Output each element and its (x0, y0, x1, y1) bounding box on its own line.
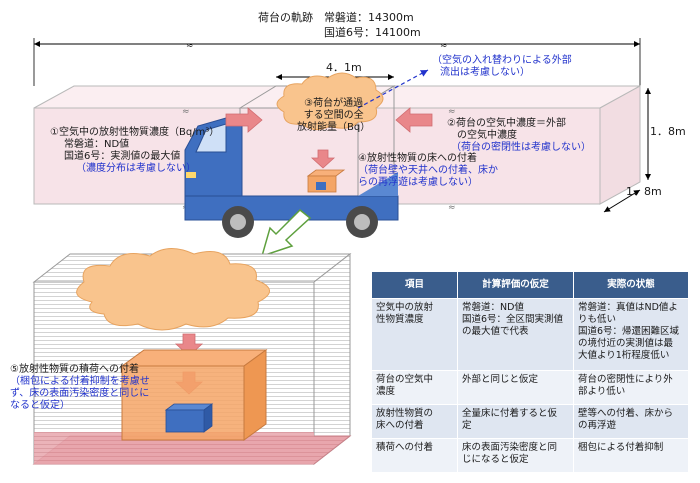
zoom-arrow (260, 208, 312, 258)
header-item: 項目 (371, 271, 458, 299)
row4-actual: 梱包による付着抑制 (573, 438, 689, 473)
air-exchange-line1: （空気の入れ替わりによる外部 (432, 55, 572, 66)
row1-actual-line5: 大値より1桁程度低い (578, 350, 670, 361)
item1-line1: ①空気中の放射性物質濃度（Bq/m³） (50, 127, 220, 138)
item1-label: ①空気中の放射性物質濃度（Bq/m³） 常磐道：ND値 国道6号：実測値の最大値… (50, 127, 219, 175)
row1-item-line1: 空気中の放射 (376, 302, 434, 313)
item5-line2: （梱包による付着抑制を考慮せ (10, 376, 150, 387)
item4-line2: （荷台壁や天井への付着、床か (358, 165, 498, 176)
row1-item: 空気中の放射 性物質濃度 (371, 298, 458, 371)
item5-line4: なると仮定） (10, 400, 70, 411)
trajectory-dimension: ≈ ≈ (33, 38, 641, 86)
row2-item-line2: 濃度 (376, 386, 396, 397)
table-row: 放射性物質の 床への付着 全量床に付着すると仮 定 壁等への付着、床から の再浮… (371, 404, 689, 439)
row4-item: 積荷への付着 (371, 438, 458, 473)
item1-line2: 常磐道：ND値 (64, 139, 130, 150)
item2-line2: の空気中濃度 (457, 130, 517, 141)
row4-assumption: 床の表面汚染密度と同 じになると仮定 (457, 438, 574, 473)
deposition-arrow (310, 149, 336, 169)
trajectory-title-line1: 荷台の軌跡 常磐道：14300m (258, 11, 414, 24)
header-actual: 実際の状態 (573, 271, 689, 299)
item4-line3: らの再浮遊は考慮しない） (358, 177, 478, 188)
trajectory-title-line2: 国道6号：14100m (324, 26, 421, 39)
row3-item-line2: 床への付着 (376, 420, 424, 431)
svg-text:≈: ≈ (440, 41, 448, 51)
row3-actual-line2: の再浮遊 (578, 420, 617, 431)
row2-actual-line2: 部より低い (578, 386, 626, 397)
svg-text:≈: ≈ (182, 107, 190, 117)
row1-item-line2: 性物質濃度 (376, 314, 424, 325)
item5-line3: ず、床の表面汚染密度と同じに (10, 388, 150, 399)
row2-actual: 荷台の密閉性により外 部より低い (573, 370, 689, 405)
item3-line2: する空間の全 (303, 110, 364, 121)
height-label: 1．8m (650, 125, 686, 138)
row4-assumption-line1: 床の表面汚染密度と同 (462, 442, 558, 453)
row1-actual-line4: の境付近の実測値は最 (578, 338, 674, 349)
air-exchange-note: （空気の入れ替わりによる外部 流出は考慮しない） (432, 55, 572, 79)
row1-actual-line3: 国道6号：帰還困難区域 (578, 326, 680, 337)
table-row: 荷台の空気中 濃度 外部と同じと仮定 荷台の密閉性により外 部より低い (371, 370, 689, 405)
row2-item: 荷台の空気中 濃度 (371, 370, 458, 405)
table-header-row: 項目 計算評価の仮定 実際の状態 (371, 271, 689, 299)
row3-actual: 壁等への付着、床から の再浮遊 (573, 404, 689, 439)
length-label: 4．1m (326, 61, 362, 74)
width-label: 1．8m (626, 185, 662, 198)
row1-assumption-line2: 国道6号：全区間実測値 (462, 314, 564, 325)
row1-actual: 常磐道：真値はND値よ りも低い 国道6号：帰還困難区域 の境付近の実測値は最 … (573, 298, 689, 371)
air-exchange-arrow (357, 69, 429, 109)
enlarged-cloud (76, 248, 270, 331)
row3-item: 放射性物質の 床への付着 (371, 404, 458, 439)
row1-assumption: 常磐道：ND値 国道6号：全区間実測値 の最大値で代表 (457, 298, 574, 371)
svg-text:≈: ≈ (186, 41, 194, 51)
item4-line1: ④放射性物質の床への付着 (358, 153, 477, 164)
row3-assumption-line2: 定 (462, 420, 472, 431)
item5-label: ⑤放射性物質の積荷への付着 （梱包による付着抑制を考慮せ ず、床の表面汚染密度と… (10, 364, 150, 412)
width-dimension (603, 189, 641, 213)
row3-assumption-line1: 全量床に付着すると仮 (462, 408, 558, 419)
table-row: 積荷への付着 床の表面汚染密度と同 じになると仮定 梱包による付着抑制 (371, 438, 689, 473)
item2-line1: ②荷台の空気中濃度＝外部 (447, 118, 566, 129)
assumption-table: 項目 計算評価の仮定 実際の状態 空気中の放射 性物質濃度 常磐道：ND値 国道… (371, 271, 689, 473)
row3-assumption: 全量床に付着すると仮 定 (457, 404, 574, 439)
item5-line1: ⑤放射性物質の積荷への付着 (10, 364, 139, 375)
item4-label: ④放射性物質の床への付着 （荷台壁や天井への付着、床か らの再浮遊は考慮しない） (358, 153, 498, 189)
row4-item-line1: 積荷への付着 (376, 442, 434, 453)
inflow-arrows (225, 107, 433, 133)
row2-assumption-line1: 外部と同じと仮定 (462, 374, 539, 385)
row2-actual-line1: 荷台の密閉性により外 (578, 374, 673, 385)
item2-line3: （荷台の密閉性は考慮しない） (451, 142, 591, 153)
floor-deposit (306, 169, 346, 193)
item3-line1: ③荷台が通過 (304, 98, 364, 109)
enlarged-cargo (120, 349, 268, 441)
radioactive-cloud (276, 72, 384, 130)
air-exchange-line2: 流出は考慮しない） (440, 67, 530, 78)
row1-actual-line2: りも低い (578, 314, 617, 325)
header-assumption: 計算評価の仮定 (457, 271, 574, 299)
item2-label: ②荷台の空気中濃度＝外部 の空気中濃度 （荷台の密閉性は考慮しない） (447, 118, 591, 154)
row1-assumption-line3: の最大値で代表 (462, 326, 529, 337)
row1-actual-line1: 常磐道：真値はND値よ (578, 302, 678, 313)
item3-line3: 放射能量（Bq） (297, 122, 371, 133)
table-row: 空気中の放射 性物質濃度 常磐道：ND値 国道6号：全区間実測値 の最大値で代表… (371, 298, 689, 371)
svg-text:≈: ≈ (448, 203, 456, 213)
truck (184, 117, 399, 238)
row3-actual-line1: 壁等への付着、床から (578, 408, 674, 419)
row2-assumption: 外部と同じと仮定 (457, 370, 574, 405)
row1-assumption-line1: 常磐道：ND値 (462, 302, 524, 313)
item1-line3: 国道6号：実測値の最大値 (64, 151, 181, 162)
row4-assumption-line2: じになると仮定 (462, 454, 529, 465)
svg-text:≈: ≈ (448, 107, 456, 117)
item3-label: ③荷台が通過 する空間の全 放射能量（Bq） (297, 98, 370, 134)
row4-actual-line1: 梱包による付着抑制 (578, 442, 664, 453)
row3-item-line1: 放射性物質の (376, 408, 434, 419)
row2-item-line1: 荷台の空気中 (376, 374, 434, 385)
item1-line4: （濃度分布は考慮しない） (76, 163, 196, 174)
